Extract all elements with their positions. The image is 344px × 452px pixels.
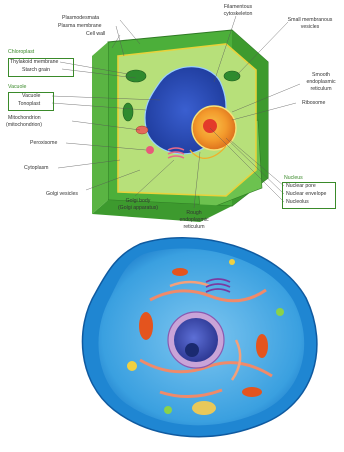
label-nuclear-pore: Nuclear pore — [286, 183, 316, 189]
label-mitochondrion-alt: (mitochondrion) — [6, 122, 42, 128]
label-rough-er-1: Rough — [172, 210, 216, 216]
nucleolus-shape — [203, 119, 217, 133]
label-starch-grain: Starch grain — [22, 67, 50, 73]
label-golgi-vesicles: Golgi vesicles — [46, 191, 78, 197]
label-nucleolus: Nucleolus — [286, 199, 309, 205]
label-nuclear-envelope: Nuclear envelope — [286, 191, 326, 197]
animal-cell-illustration — [82, 238, 316, 437]
label-cell-wall: Cell wall — [86, 31, 105, 37]
label-small-vesicles-1: Small membranous — [280, 17, 340, 23]
label-smooth-er-2: endoplasmic — [300, 79, 342, 85]
label-smooth-er-3: reticulum — [300, 86, 342, 92]
chloroplast-shape — [224, 71, 240, 81]
label-rough-er-2: endoplasmic — [172, 217, 216, 223]
label-vacuole: Vacuole — [22, 93, 40, 99]
label-chloroplast: Chloroplast — [8, 49, 34, 55]
label-filamentous-1: Filamentous — [214, 4, 262, 10]
label-plasma-membrane: Plasma membrane — [58, 23, 102, 29]
label-smooth-er-1: Smooth — [300, 72, 342, 78]
label-tonoplast: Tonoplast — [18, 101, 40, 107]
label-plasmodesmata: Plasmodesmata — [62, 15, 99, 21]
label-peroxisome: Peroxisome — [30, 140, 57, 146]
label-golgi-apparatus: (Golgi apparatus) — [112, 205, 164, 211]
label-filamentous-2: cytoskeleton — [214, 11, 262, 17]
label-ribosome: Ribosome — [302, 100, 325, 106]
label-rough-er-3: reticulum — [172, 224, 216, 230]
label-small-vesicles-2: vesicles — [280, 24, 340, 30]
mitochondrion-shape — [136, 126, 148, 134]
chloroplast-shape — [126, 70, 146, 82]
chloroplast-shape — [123, 103, 133, 121]
label-nucleus-heading: Nucleus — [284, 175, 303, 181]
label-mitochondrion: Mitochondrion — [8, 115, 41, 121]
label-thylakoid-membrane: Thylakoid membrane — [10, 59, 58, 65]
label-golgi-body: Golgi body — [118, 198, 158, 204]
label-vacuole-heading: Vacuole — [8, 84, 26, 90]
peroxisome-shape — [146, 146, 154, 154]
label-cytoplasm: Cytoplasm — [24, 165, 49, 171]
